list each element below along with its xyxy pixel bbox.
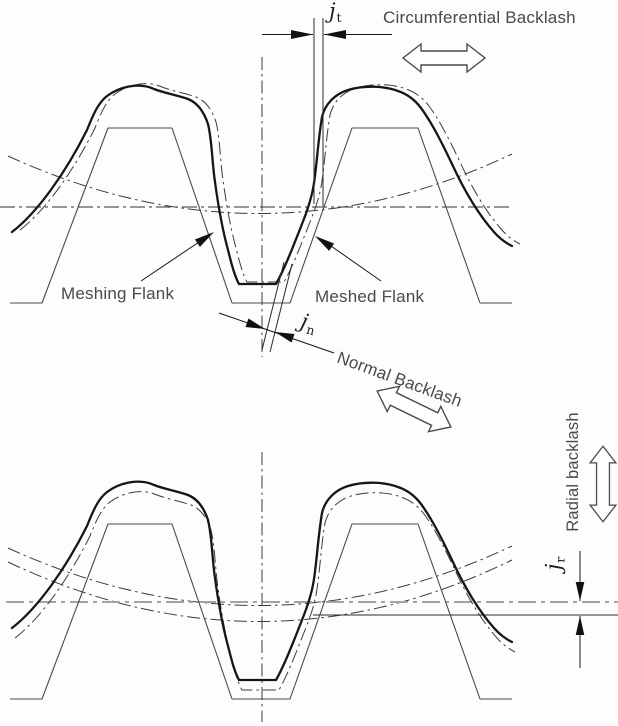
jt-symbol: j — [329, 0, 336, 23]
meshing-flank-label: Meshing Flank — [61, 284, 175, 303]
jr-dimension — [575, 551, 585, 668]
jr-symbol-label: jr — [541, 541, 572, 587]
jn-dimension — [218, 261, 335, 354]
bottom-mating-arc-1 — [7, 545, 513, 606]
radial-backlash-label: Radial backlash — [564, 412, 582, 532]
meshed-flank-label: Meshed Flank — [315, 287, 425, 306]
jt-symbol-label: jt — [329, 0, 342, 29]
bottom-diagram-radial-backlash — [6, 445, 618, 722]
jt-subscript: t — [336, 10, 342, 25]
bottom-rack-profile — [9, 523, 513, 700]
jt-dimension — [262, 18, 392, 206]
meshed-flank-leader — [315, 236, 382, 282]
meshing-flank-leader — [140, 232, 214, 282]
jr-subscript: r — [552, 556, 568, 563]
jr-symbol: j — [541, 563, 566, 571]
circumferential-backlash-label: Circumferential Backlash — [383, 8, 576, 27]
top-mating-arc — [7, 153, 513, 214]
top-rack-profile — [9, 127, 513, 304]
radial-direction-arrow-icon — [589, 445, 617, 523]
bottom-mating-arc-2 — [7, 559, 513, 622]
top-diagram-circumferential-normal-backlash — [0, 18, 521, 441]
circumferential-direction-arrow-icon — [402, 43, 486, 73]
